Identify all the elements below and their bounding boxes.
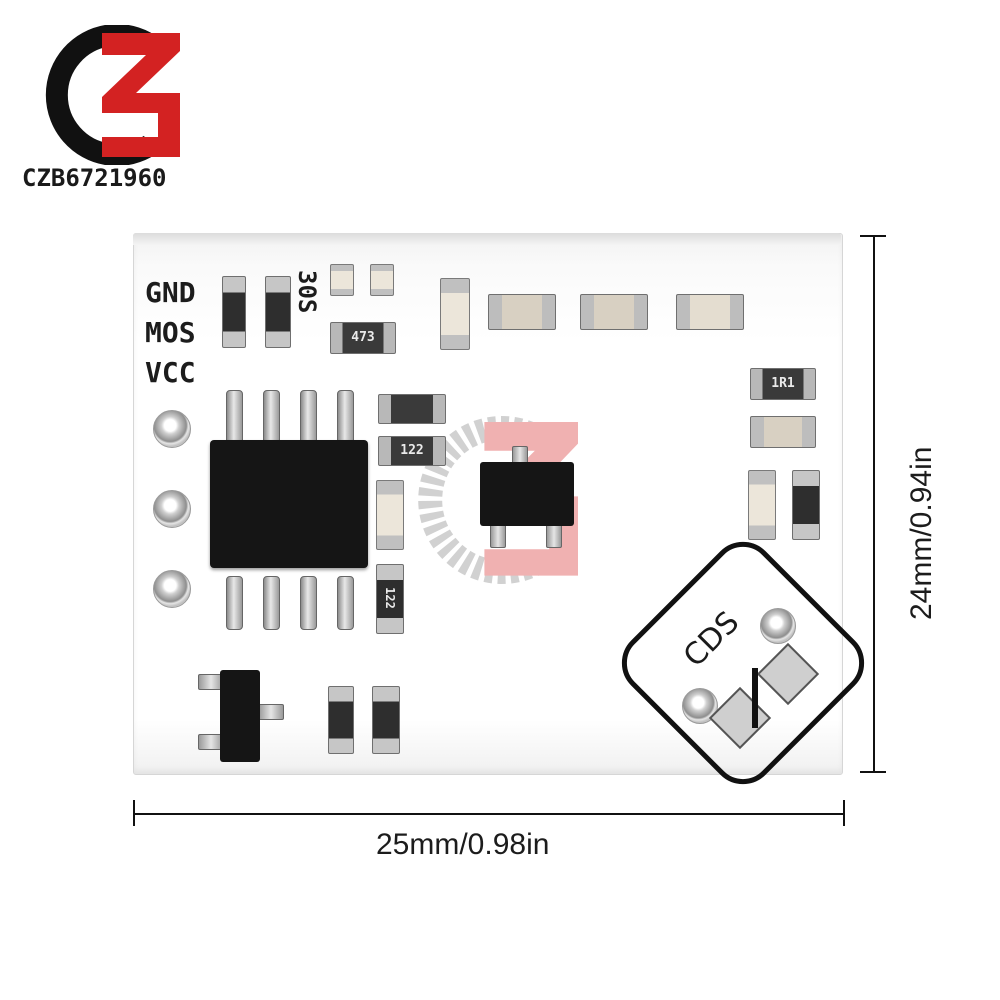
smd-capacitor: [580, 294, 648, 330]
ic-pin: [300, 576, 317, 630]
smd-capacitor: [750, 416, 816, 448]
cds-pad: [682, 688, 718, 724]
smd-capacitor: [676, 294, 744, 330]
smd-resistor-122: 122: [378, 436, 446, 466]
transistor-pin: [546, 524, 562, 548]
ic-pin: [300, 390, 317, 444]
width-dimension-tick: [133, 800, 135, 826]
resistor-code: 122: [400, 443, 424, 458]
height-dimension-tick: [860, 235, 886, 237]
width-dimension-label: 25mm/0.98in: [376, 828, 550, 861]
height-dimension-label: 24mm/0.94in: [905, 446, 938, 620]
label-vcc: VCC: [145, 356, 196, 389]
smd-capacitor: [440, 278, 470, 350]
ic-pin: [263, 576, 280, 630]
label-mos: MOS: [145, 316, 196, 349]
soic8-chip: [210, 440, 368, 568]
cds-divider: [752, 668, 758, 728]
brand-logo-text: CZB6721960: [22, 164, 167, 192]
smd-component: [330, 264, 354, 296]
width-dimension-tick: [843, 800, 845, 826]
cds-pad: [760, 608, 796, 644]
label-gnd: GND: [145, 276, 196, 309]
smd-resistor-473: 473: [330, 322, 396, 354]
smd-capacitor: [488, 294, 556, 330]
brand-logo: [45, 25, 180, 165]
width-dimension-line: [133, 813, 845, 815]
resistor-code: 1R1: [771, 376, 795, 391]
height-dimension-tick: [860, 771, 886, 773]
pad-gnd: [153, 410, 191, 448]
transistor-pin: [490, 524, 506, 548]
smd-capacitor: [376, 480, 404, 550]
ic-pin: [226, 390, 243, 444]
pad-mos: [153, 490, 191, 528]
smd-resistor: [792, 470, 820, 540]
pad-vcc: [153, 570, 191, 608]
resistor-code: 122: [383, 587, 397, 609]
smd-resistor: [222, 276, 246, 348]
ic-pin: [226, 576, 243, 630]
ic-pin: [337, 576, 354, 630]
smd-resistor-1r1: 1R1: [750, 368, 816, 400]
ic-pin: [337, 390, 354, 444]
smd-capacitor: [748, 470, 776, 540]
smd-resistor: [372, 686, 400, 754]
smd-resistor: [378, 394, 446, 424]
pcb-board-edge: [133, 233, 841, 245]
sot23-transistor: [480, 462, 574, 526]
smd-resistor: [328, 686, 354, 754]
ic-pin: [263, 390, 280, 444]
label-30s: 30S: [293, 270, 321, 314]
smd-component: [370, 264, 394, 296]
resistor-code: 473: [351, 330, 375, 345]
sot23-regulator: [220, 670, 260, 762]
height-dimension-line: [873, 235, 875, 773]
smd-resistor-122-vertical: 122: [376, 564, 404, 634]
transistor-pin: [258, 704, 284, 720]
smd-resistor: [265, 276, 291, 348]
